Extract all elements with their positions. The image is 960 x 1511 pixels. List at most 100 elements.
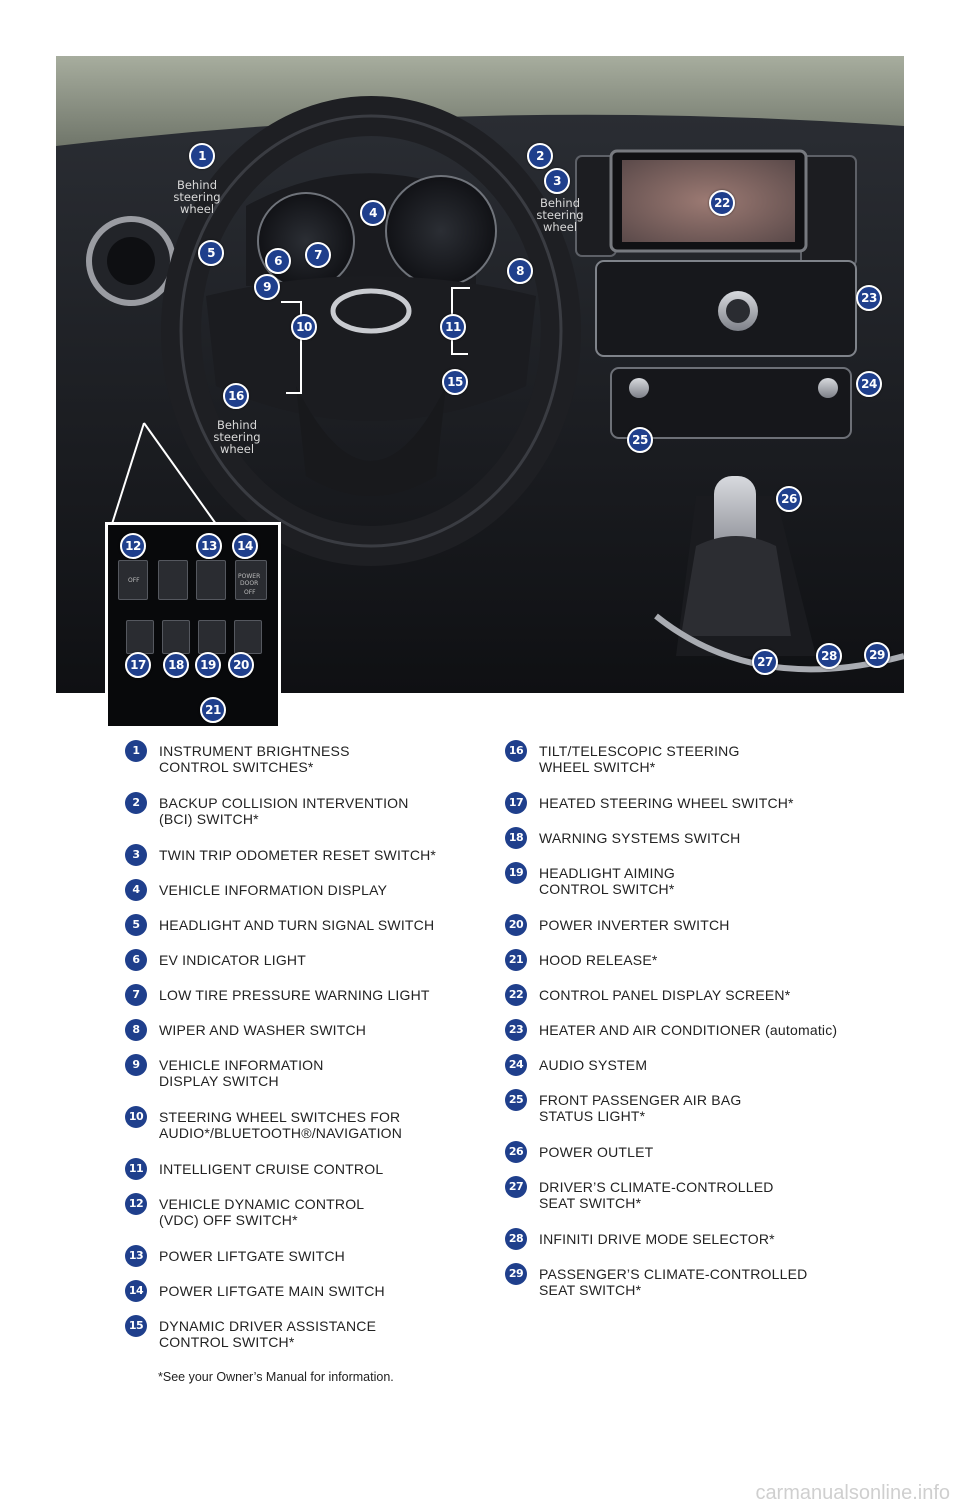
- behind-steering-label-1: Behind steering wheel: [173, 178, 221, 216]
- legend-item-3: 3 TWIN TRIP ODOMETER RESET SWITCH*: [125, 844, 436, 866]
- legend-num: 11: [125, 1158, 147, 1180]
- vdc-off-switch: [118, 560, 148, 600]
- callout-badge-24: 24: [856, 371, 882, 397]
- legend-text: TWIN TRIP ODOMETER RESET SWITCH*: [159, 847, 437, 863]
- callout-badge-15: 15: [442, 369, 468, 395]
- legend-item-11: 11 INTELLIGENT CRUISE CONTROL: [125, 1158, 383, 1180]
- callout-badge-28: 28: [816, 643, 842, 669]
- legend-item-28: 28 INFINITI DRIVE MODE SELECTOR*: [505, 1228, 775, 1250]
- vdc-off-label: OFF: [128, 577, 140, 584]
- callout-badge-16: 16: [223, 383, 249, 409]
- legend-item-10: 10 STEERING WHEEL SWITCHES FOR AUDIO*/BLU…: [125, 1106, 402, 1141]
- callout-badge-23: 23: [856, 285, 882, 311]
- legend-num: 10: [125, 1106, 147, 1128]
- legend-num: 3: [125, 844, 147, 866]
- legend-item-18: 18 WARNING SYSTEMS SWITCH: [505, 827, 740, 849]
- legend-item-27: 27 DRIVER’S CLIMATE-CONTROLLED SEAT SWITC…: [505, 1176, 774, 1211]
- legend-num: 25: [505, 1089, 527, 1111]
- heated-wheel-switch: [126, 620, 154, 654]
- callout-badge-7: 7: [305, 242, 331, 268]
- callout-badge-6: 6: [265, 248, 291, 274]
- legend-text: LOW TIRE PRESSURE WARNING LIGHT: [159, 987, 430, 1003]
- legend-text: POWER OUTLET: [539, 1144, 654, 1160]
- callout-badge-19: 19: [195, 652, 221, 678]
- legend-text: BACKUP COLLISION INTERVENTION (BCI) SWIT…: [159, 795, 409, 827]
- legend-num: 14: [125, 1280, 147, 1302]
- callout-badge-14: 14: [232, 533, 258, 559]
- legend-text: DRIVER’S CLIMATE-CONTROLLED SEAT SWITCH*: [539, 1179, 774, 1211]
- callout-badge-18: 18: [163, 652, 189, 678]
- legend-num: 28: [505, 1228, 527, 1250]
- callout-badge-10: 10: [291, 314, 317, 340]
- legend-num: 12: [125, 1193, 147, 1215]
- legend-num: 15: [125, 1315, 147, 1337]
- callout-badge-17: 17: [125, 652, 151, 678]
- legend-num: 1: [125, 740, 147, 762]
- callout-badge-3: 3: [544, 168, 570, 194]
- legend-text: PASSENGER’S CLIMATE-CONTROLLED SEAT SWIT…: [539, 1266, 808, 1298]
- power-door-off-label: OFF: [244, 589, 256, 596]
- legend-text: HEATED STEERING WHEEL SWITCH*: [539, 795, 794, 811]
- legend-num: 6: [125, 949, 147, 971]
- legend-num: 23: [505, 1019, 527, 1041]
- legend-text: HOOD RELEASE*: [539, 952, 658, 968]
- legend-item-23: 23 HEATER AND AIR CONDITIONER (automatic): [505, 1019, 837, 1041]
- footnote: *See your Owner’s Manual for information…: [158, 1370, 394, 1384]
- legend-text: HEADLIGHT AIMING CONTROL SWITCH*: [539, 865, 675, 897]
- legend-text: TILT/TELESCOPIC STEERING WHEEL SWITCH*: [539, 743, 740, 775]
- blank-switch: [158, 560, 188, 600]
- legend-num: 19: [505, 862, 527, 884]
- legend-num: 18: [505, 827, 527, 849]
- headlight-aiming-switch: [198, 620, 226, 654]
- liftgate-switch: [196, 560, 226, 600]
- legend-text: EV INDICATOR LIGHT: [159, 952, 306, 968]
- legend-text: VEHICLE INFORMATION DISPLAY: [159, 882, 388, 898]
- legend-text: DYNAMIC DRIVER ASSISTANCE CONTROL SWITCH…: [159, 1318, 377, 1350]
- legend-text: CONTROL PANEL DISPLAY SCREEN*: [539, 987, 791, 1003]
- legend-text: VEHICLE DYNAMIC CONTROL (VDC) OFF SWITCH…: [159, 1196, 365, 1228]
- legend-item-15: 15 DYNAMIC DRIVER ASSISTANCE CONTROL SWIT…: [125, 1315, 376, 1350]
- callout-badge-5: 5: [198, 240, 224, 266]
- legend-text: INFINITI DRIVE MODE SELECTOR*: [539, 1231, 775, 1247]
- legend-item-8: 8 WIPER AND WASHER SWITCH: [125, 1019, 366, 1041]
- legend-num: 27: [505, 1176, 527, 1198]
- callout-badge-1: 1: [189, 143, 215, 169]
- legend-text: INTELLIGENT CRUISE CONTROL: [159, 1161, 384, 1177]
- callout-badge-11: 11: [440, 314, 466, 340]
- callout-badge-27: 27: [752, 649, 778, 675]
- legend-text: HEADLIGHT AND TURN SIGNAL SWITCH: [159, 917, 435, 933]
- legend-text: FRONT PASSENGER AIR BAG STATUS LIGHT*: [539, 1092, 742, 1124]
- callout-badge-22: 22: [709, 190, 735, 216]
- legend-text: STEERING WHEEL SWITCHES FOR AUDIO*/BLUET…: [159, 1109, 403, 1141]
- legend-num: 20: [505, 914, 527, 936]
- callout-badge-25: 25: [627, 427, 653, 453]
- warning-systems-switch: [162, 620, 190, 654]
- legend-text: WIPER AND WASHER SWITCH: [159, 1022, 367, 1038]
- callout-badge-26: 26: [776, 486, 802, 512]
- legend-num: 2: [125, 792, 147, 814]
- legend-item-6: 6 EV INDICATOR LIGHT: [125, 949, 306, 971]
- legend-num: 5: [125, 914, 147, 936]
- legend-item-17: 17 HEATED STEERING WHEEL SWITCH*: [505, 792, 794, 814]
- legend-text: POWER LIFTGATE MAIN SWITCH: [159, 1283, 385, 1299]
- legend-num: 8: [125, 1019, 147, 1041]
- callout-badge-20: 20: [228, 652, 254, 678]
- legend-item-2: 2 BACKUP COLLISION INTERVENTION (BCI) SWI…: [125, 792, 409, 827]
- legend-num: 17: [505, 792, 527, 814]
- liftgate-main-switch: [235, 560, 267, 600]
- legend-text: WARNING SYSTEMS SWITCH: [539, 830, 741, 846]
- legend-item-5: 5 HEADLIGHT AND TURN SIGNAL SWITCH: [125, 914, 434, 936]
- callout-badge-13: 13: [196, 533, 222, 559]
- legend-text: HEATER AND AIR CONDITIONER (automatic): [539, 1022, 838, 1038]
- callout-badge-12: 12: [120, 533, 146, 559]
- legend-num: 26: [505, 1141, 527, 1163]
- legend-item-25: 25 FRONT PASSENGER AIR BAG STATUS LIGHT*: [505, 1089, 741, 1124]
